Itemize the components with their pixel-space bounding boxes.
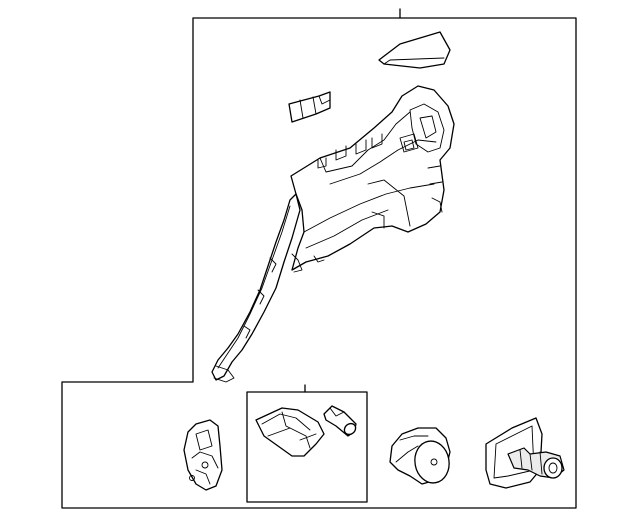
plug xyxy=(323,405,357,437)
jack-holder xyxy=(389,427,451,485)
tie-down-hook xyxy=(183,419,223,491)
trim-cover-pad xyxy=(378,31,451,69)
assembly-boundary xyxy=(61,17,577,509)
subkit-boundary xyxy=(246,391,368,503)
quarter-trim-panel xyxy=(290,85,455,273)
trim-clip xyxy=(288,91,331,123)
jack xyxy=(485,417,565,489)
garnish-strip xyxy=(211,193,301,383)
jack-tool-tray xyxy=(255,407,325,457)
